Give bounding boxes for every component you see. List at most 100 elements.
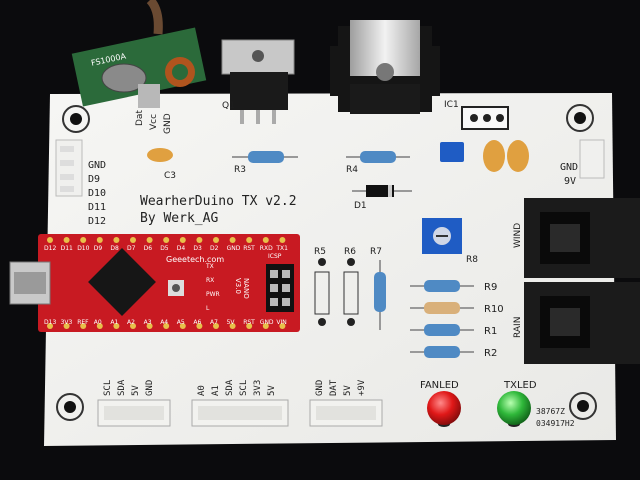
nano-pin-label: D6 bbox=[144, 245, 153, 252]
nano-pin-pad bbox=[113, 237, 120, 243]
nano-pin-label: D10 bbox=[77, 245, 89, 252]
pin-gnd: GND bbox=[88, 160, 106, 171]
label-r6: R6 bbox=[344, 247, 356, 257]
nano-label-rx: RX bbox=[206, 277, 214, 284]
connector-pin-label: 5V bbox=[267, 385, 277, 396]
right-header-pins: GND 9V bbox=[560, 162, 578, 187]
nano-pin-pad bbox=[63, 323, 70, 329]
resistor-r6-footprint bbox=[343, 258, 359, 326]
connector-pin-label: SCL bbox=[103, 380, 113, 396]
nano-pin-pad bbox=[47, 237, 53, 243]
trimmer-r8 bbox=[422, 218, 462, 254]
nano-pin-pad bbox=[179, 237, 186, 243]
nano-pin-pad bbox=[213, 323, 219, 329]
connector-pin-label: DAT bbox=[329, 379, 339, 396]
resistor-r9 bbox=[410, 280, 474, 292]
nano-pin-label: D12 bbox=[44, 245, 56, 252]
resistor-r4 bbox=[346, 151, 410, 163]
nano-pin-pad bbox=[80, 237, 87, 243]
nano-pin-label: A1 bbox=[110, 319, 118, 326]
transistor-q1 bbox=[221, 39, 295, 124]
label-fanled: FANLED bbox=[420, 380, 459, 391]
nano-pin-label: D2 bbox=[210, 245, 219, 252]
nano-pin-pad bbox=[179, 323, 186, 329]
nano-pin-pad bbox=[246, 237, 253, 243]
nano-pin-label: RST bbox=[243, 245, 255, 252]
left-header bbox=[55, 139, 83, 197]
connector-pin-label: A0 bbox=[197, 385, 207, 396]
nano-pin-label: A2 bbox=[127, 319, 135, 326]
led-tx bbox=[497, 391, 531, 427]
label-r7: R7 bbox=[370, 247, 382, 257]
nano-pin-pad bbox=[229, 323, 236, 329]
label-d1: D1 bbox=[354, 201, 367, 211]
connector-pin-label: SDA bbox=[225, 379, 235, 396]
connector-analog bbox=[191, 399, 289, 427]
connector-i2c bbox=[97, 399, 171, 427]
nano-label-icsp: ICSP bbox=[268, 253, 282, 260]
label-r10: R10 bbox=[484, 304, 504, 315]
nano-pin-pad bbox=[130, 323, 136, 329]
resistor-r5-footprint bbox=[314, 258, 330, 326]
nano-model-line-2: V3.0 bbox=[234, 278, 242, 294]
capacitor-c3 bbox=[147, 148, 173, 162]
nano-pin-label: REF bbox=[77, 319, 89, 326]
rf-pin-gnd: GND bbox=[163, 113, 173, 134]
nano-pin-label: A7 bbox=[210, 319, 218, 326]
label-r9: R9 bbox=[484, 282, 497, 293]
nano-pin-label: 5V bbox=[227, 319, 236, 326]
nano-pin-pad bbox=[279, 323, 286, 329]
nano-pin-label: TX1 bbox=[275, 245, 288, 252]
nano-pin-label: A6 bbox=[193, 319, 201, 326]
pin-d9: D9 bbox=[88, 174, 100, 185]
pin-d12: D12 bbox=[88, 216, 106, 227]
nano-pin-pad bbox=[146, 323, 153, 329]
nano-pin-pad bbox=[196, 323, 203, 329]
nano-pin-pad bbox=[246, 323, 253, 329]
nano-pin-pad bbox=[262, 323, 269, 329]
nano-pin-label: GND bbox=[260, 319, 274, 326]
connector-pin-label: SDA bbox=[117, 379, 127, 396]
nano-pin-pad bbox=[80, 323, 87, 329]
nano-pin-pad bbox=[146, 237, 153, 243]
nano-pin-label: D8 bbox=[110, 245, 119, 252]
nano-pin-pad bbox=[163, 323, 170, 329]
resistor-r2 bbox=[410, 346, 474, 358]
nano-pin-pad bbox=[63, 237, 70, 243]
board-title: WearherDuino TX v2.2 bbox=[140, 194, 297, 209]
label-r3: R3 bbox=[234, 165, 246, 175]
connector-pin-label: 5V bbox=[131, 385, 141, 396]
mounting-holes bbox=[56, 104, 597, 421]
nano-pin-label: RXD bbox=[260, 245, 273, 252]
nano-pin-pad bbox=[113, 323, 120, 329]
nano-pin-label: D13 bbox=[44, 319, 56, 326]
board-author: By Werk_AG bbox=[140, 211, 218, 226]
nano-pin-label: D3 bbox=[193, 245, 202, 252]
nano-pin-pad bbox=[96, 323, 103, 329]
antenna-wire bbox=[146, 0, 163, 35]
nano-pin-label: D11 bbox=[61, 245, 73, 252]
pin-d10: D10 bbox=[88, 188, 106, 199]
label-r4: R4 bbox=[346, 165, 358, 175]
nano-pin-pad bbox=[96, 237, 103, 243]
nano-pin-label: D7 bbox=[127, 245, 136, 252]
rf-pins: Dat Vcc GND bbox=[135, 110, 173, 134]
label-r5: R5 bbox=[314, 247, 326, 257]
led-fan bbox=[427, 391, 461, 427]
connector-pin-label: SCL bbox=[239, 380, 249, 396]
nano-pin-label: GND bbox=[227, 245, 241, 252]
nano-pin-label: RST bbox=[243, 319, 255, 326]
pcb-board bbox=[44, 93, 616, 446]
nano-pin-label: VIN bbox=[276, 319, 286, 326]
nano-pin-pad bbox=[196, 237, 203, 243]
nano-pin-label: A4 bbox=[160, 319, 168, 326]
jack-wind bbox=[524, 198, 640, 278]
label-r1: R1 bbox=[484, 326, 497, 337]
capacitor-c2 bbox=[507, 140, 529, 172]
label-c3: C3 bbox=[164, 171, 176, 181]
jack-rain bbox=[524, 282, 640, 364]
resistor-r10 bbox=[410, 302, 474, 314]
